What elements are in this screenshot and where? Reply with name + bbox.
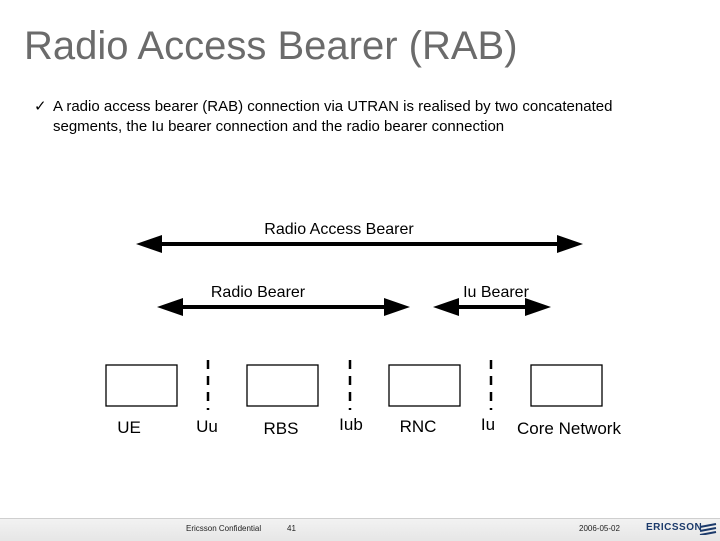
ericsson-logo: ERICSSON: [646, 522, 703, 533]
footer-bar: [0, 518, 720, 541]
iub-label: Iub: [339, 415, 363, 434]
rbs-label: RBS: [264, 419, 299, 438]
rnc-label: RNC: [400, 417, 437, 436]
check-icon: ✓: [34, 98, 47, 115]
rab-label: Radio Access Bearer: [264, 221, 414, 238]
iu-label: Iu: [481, 415, 495, 434]
core-network-label: Core Network: [517, 419, 621, 438]
uu-label: Uu: [196, 417, 218, 436]
footer-confidential: Ericsson Confidential: [186, 524, 262, 533]
rnc-box: [388, 364, 461, 407]
iu-bearer-arrow: [433, 298, 551, 316]
rbs-box: [246, 364, 319, 407]
rab-arrow: [136, 235, 583, 253]
bullet-point: ✓ A radio access bearer (RAB) connection…: [34, 97, 674, 137]
ue-label: UE: [117, 418, 141, 437]
iu-bearer-label: Iu Bearer: [463, 284, 529, 301]
footer-date: 2006-05-02: [579, 524, 620, 533]
ue-box: [105, 364, 178, 407]
slide-title: Radio Access Bearer (RAB): [24, 24, 518, 68]
core-network-box: [530, 364, 603, 407]
radio-bearer-label: Radio Bearer: [211, 284, 306, 301]
bullet-text: A radio access bearer (RAB) connection v…: [53, 98, 613, 135]
footer-page-number: 41: [287, 524, 296, 533]
ericsson-logo-mark-icon: [699, 523, 717, 535]
radio-bearer-arrow: [157, 298, 410, 316]
